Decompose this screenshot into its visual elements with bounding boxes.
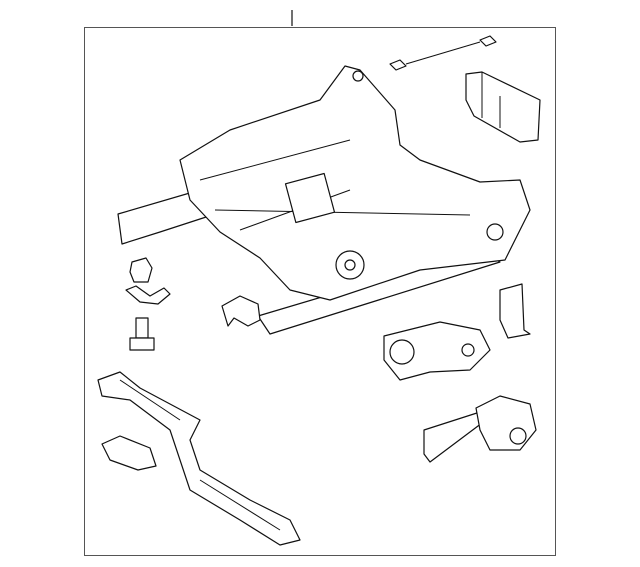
lower-rail-bracket [97,371,301,546]
small-bracket [101,435,157,471]
motor-lower [423,395,537,463]
diagram-frame [84,27,556,556]
side-cover [499,283,531,339]
cover-bracket [465,71,541,143]
motor-upper [383,321,491,381]
bolt [129,317,155,351]
clamp-bracket [125,285,171,305]
spacer-bracket [221,295,261,327]
seat-frame-assembly [117,65,531,335]
clip-nut [129,257,153,283]
wire-harness [389,35,497,71]
